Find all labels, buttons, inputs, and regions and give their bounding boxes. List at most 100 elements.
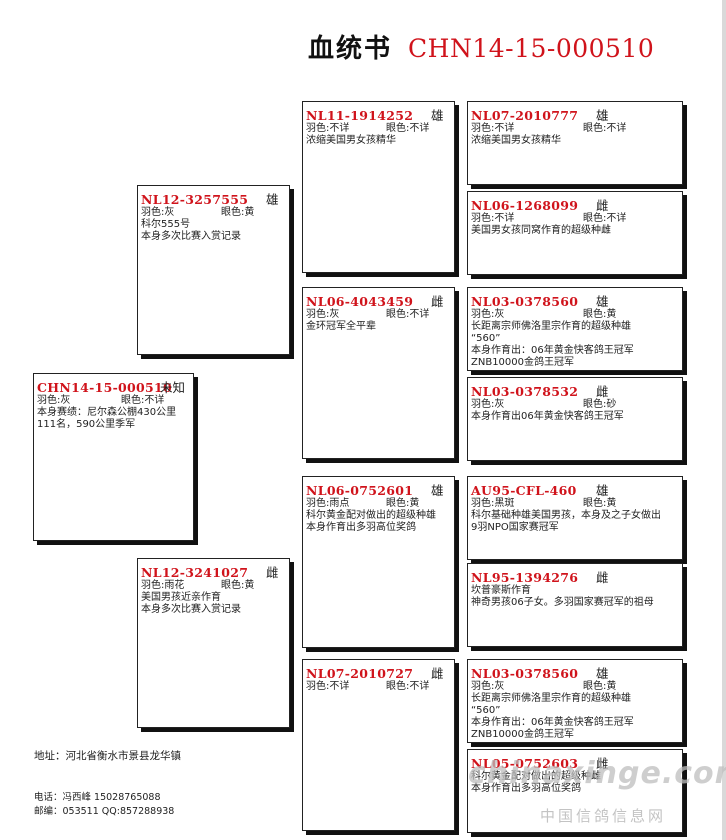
ring-number: NL03-0378532 [471, 384, 579, 399]
note-line: 本身作育出多羽高位奖鸽 [471, 783, 581, 794]
postal-qq: 邮编：053511 QQ:857288938 [34, 806, 175, 817]
note-line: 本身作育出：06年黄金快客鸽王冠军 [471, 345, 634, 356]
eye-color: 不详 [409, 681, 430, 692]
eye-label: 眼色: [583, 399, 607, 410]
note-line: 神奇男孩06子女。多羽国家赛冠军的祖母 [471, 597, 654, 608]
address: 地址：河北省衡水市景县龙华镇 [34, 750, 181, 762]
ring-number: NL03-0378560 [471, 666, 579, 681]
note-line: 美国男孩近亲作育 [141, 592, 221, 603]
eye-label: 眼色: [386, 123, 410, 134]
sex: 雌 [431, 294, 444, 309]
ring-number: NL95-1394276 [471, 570, 579, 585]
eye-color: 不详 [606, 213, 627, 224]
ring-number: NL07-2010727 [306, 666, 414, 681]
page-edge [722, 0, 726, 840]
pedigree-card-sdd: NL03-0378532 雌羽色:灰 眼色:砂本身作育出06年黄金快客鸽王冠军 [467, 377, 683, 461]
feather-color: 不详 [329, 681, 350, 692]
feather-label: 羽色: [471, 681, 495, 692]
feather-label: 羽色: [306, 309, 330, 320]
feather-color: 灰 [60, 395, 71, 406]
note-line: 111名，590公里季军 [37, 419, 136, 430]
sex: 雄 [596, 666, 609, 681]
eye-color: 黄 [244, 580, 255, 591]
note-line: 本身赛绩：尼尔森公棚430公里 [37, 407, 177, 418]
feather-label: 羽色: [471, 213, 495, 224]
note-line: 浓缩美国男女孩精华 [306, 135, 396, 146]
eye-label: 眼色: [386, 309, 410, 320]
eye-color: 黄 [606, 498, 617, 509]
feather-color: 雨花 [164, 580, 185, 591]
feather-color: 灰 [164, 207, 175, 218]
note-line: 金环冠军全平辈 [306, 321, 376, 332]
eye-color: 砂 [606, 399, 617, 410]
sex: 雄 [266, 192, 279, 207]
note-line: “560” [471, 333, 501, 344]
ring-number: NL07-2010777 [471, 108, 579, 123]
eye-label: 眼色: [583, 123, 607, 134]
feather-label: 羽色: [141, 207, 165, 218]
ring-number: NL03-0378560 [471, 294, 579, 309]
feather-color: 灰 [494, 399, 505, 410]
eye-label: 眼色: [583, 498, 607, 509]
sex: 雌 [596, 384, 609, 399]
ring-number: NL06-4043459 [306, 294, 414, 309]
eye-color: 不详 [409, 309, 430, 320]
ring-number: AU95-CFL-460 [471, 483, 577, 498]
sex: 雄 [596, 294, 609, 309]
sex: 未知 [160, 380, 186, 395]
note-line: 本身作育出06年黄金快客鸽王冠军 [471, 411, 624, 422]
feather-label: 羽色: [471, 498, 495, 509]
sex: 雌 [266, 565, 279, 580]
note-line: “560” [471, 705, 501, 716]
ring-number: NL12-3241027 [141, 565, 249, 580]
feather-color: 不详 [494, 213, 515, 224]
eye-color: 黄 [606, 309, 617, 320]
note-line: 美国男女孩同窝作育的超级种雌 [471, 225, 611, 236]
note-line: 科尔黄金配对做出的超级种雄 [306, 510, 436, 521]
note-line: 科尔基础种雄美国男孩，本身及之子女做出 [471, 510, 661, 521]
feather-label: 羽色: [471, 309, 495, 320]
feather-label: 羽色: [141, 580, 165, 591]
ring-number: NL06-1268099 [471, 198, 579, 213]
ring-number: CHN14-15-000510 [37, 380, 173, 395]
sex: 雌 [596, 756, 609, 771]
eye-label: 眼色: [386, 498, 410, 509]
watermark-url: chinaxinge.com [468, 756, 726, 791]
eye-color: 不详 [606, 123, 627, 134]
sex: 雄 [596, 108, 609, 123]
sex: 雄 [431, 108, 444, 123]
ring-number: NL12-3257555 [141, 192, 249, 207]
ring-number: NL11-1914252 [306, 108, 414, 123]
phone: 电话：冯西峰 15028765088 [34, 792, 161, 803]
note-line: 科尔黄金配对做出的超级种雌 [471, 771, 601, 782]
feather-label: 羽色: [471, 123, 495, 134]
feather-label: 羽色: [306, 123, 330, 134]
feather-label: 羽色: [306, 498, 330, 509]
eye-color: 黄 [409, 498, 420, 509]
note-line: 本身作育出多羽高位奖鸽 [306, 522, 416, 533]
eye-color: 不详 [144, 395, 165, 406]
eye-label: 眼色: [221, 207, 245, 218]
feather-color: 灰 [494, 681, 505, 692]
note-line: 本身多次比赛入赏记录 [141, 604, 241, 615]
feather-color: 黑斑 [494, 498, 515, 509]
sex: 雌 [596, 198, 609, 213]
note-line: 长距离宗师佛洛里宗作育的超级种雄 [471, 693, 631, 704]
watermark-site: 中国信鸽信息网 [540, 807, 667, 825]
feather-label: 羽色: [471, 399, 495, 410]
note-line: 本身多次比赛入赏记录 [141, 231, 241, 242]
title-ring: CHN14-15-000510 [408, 34, 655, 63]
